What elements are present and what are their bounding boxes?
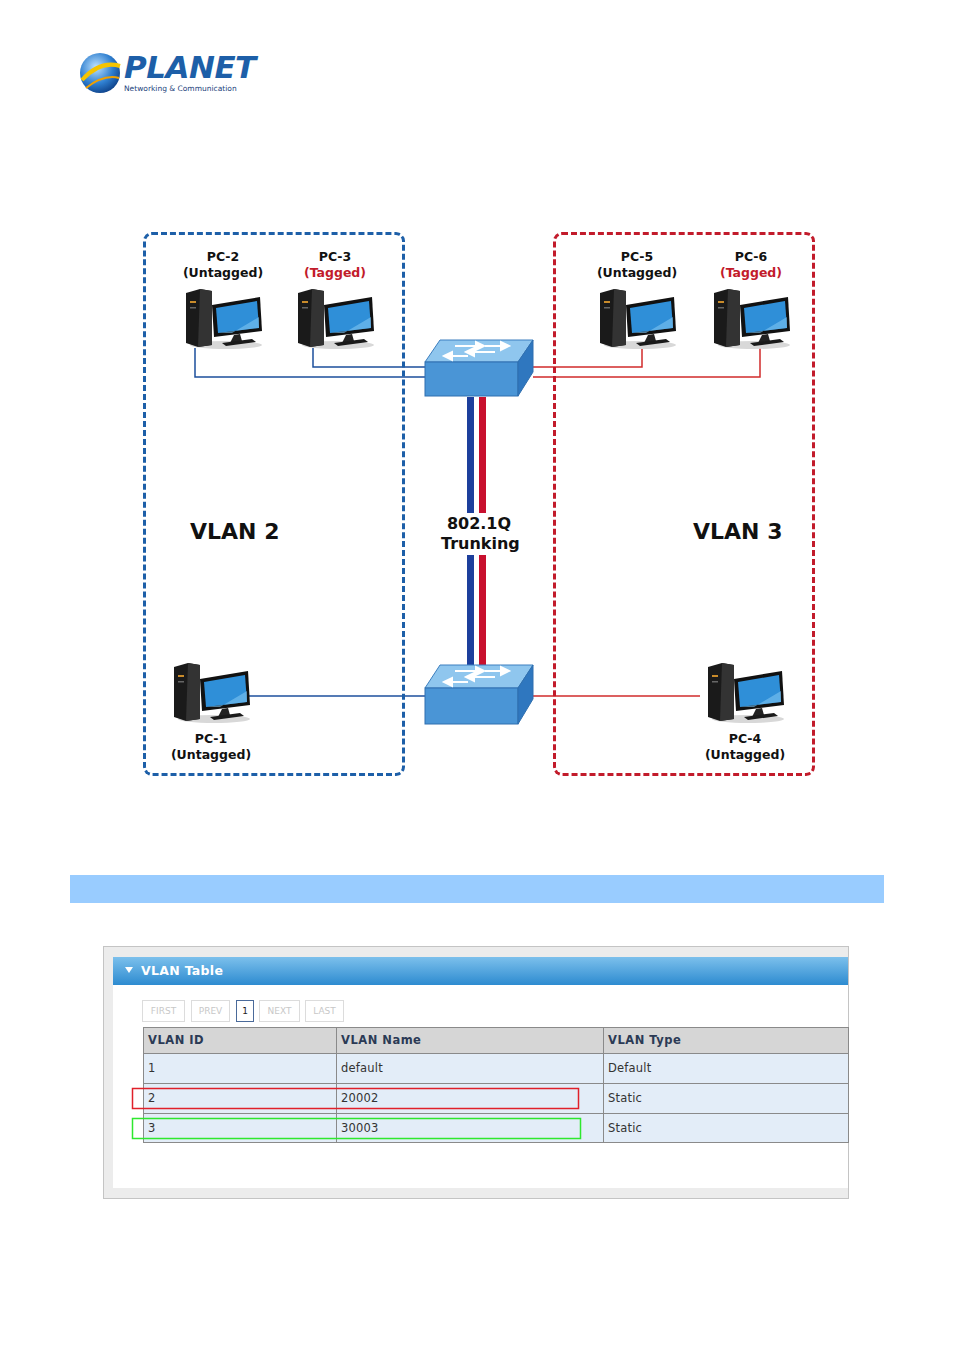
pc-icon [182, 287, 264, 349]
section-band [70, 875, 884, 903]
pc-name: PC-2 [170, 249, 276, 265]
pc-caption: PC-6(Tagged) [698, 249, 804, 281]
pc-caption: PC-3(Tagged) [282, 249, 388, 281]
table-cell: 2 [148, 1083, 156, 1113]
panel-title: VLAN Table [141, 957, 848, 985]
logo-tagline: Networking & Communication [124, 84, 237, 95]
pc-node: PC-1(Untagged) [158, 661, 264, 763]
pc-node: PC-4(Untagged) [692, 661, 798, 763]
table-cell: 30003 [341, 1113, 379, 1143]
tag-mode: (Untagged) [584, 265, 690, 281]
trunk-label: 802.1Q Trunking [441, 513, 517, 555]
switch-icon [425, 665, 533, 724]
pc-caption: PC-5(Untagged) [584, 249, 690, 281]
column-header: VLAN Name [341, 1027, 421, 1053]
table-cell: default [341, 1053, 383, 1083]
pc-node: PC-2(Untagged) [170, 249, 276, 349]
pc-node: PC-3(Tagged) [282, 249, 388, 349]
logo-wordmark: PLANET [124, 49, 256, 85]
pc-node: PC-6(Tagged) [698, 249, 804, 349]
pager-button: PREV [191, 1000, 230, 1022]
pc-name: PC-6 [698, 249, 804, 265]
switch-icon [425, 340, 533, 396]
collapse-arrow [125, 967, 135, 975]
pc-name: PC-1 [158, 731, 264, 747]
pager-button: FIRST [142, 1000, 185, 1022]
logo-globe [80, 53, 120, 93]
pc-caption: PC-1(Untagged) [158, 731, 264, 763]
table-cell: Static [608, 1113, 642, 1143]
pc-node: PC-5(Untagged) [584, 249, 690, 349]
tag-mode: (Tagged) [698, 265, 804, 281]
table-cell: 20002 [341, 1083, 379, 1113]
vlan-region: VLAN 3PC-5(Untagged)PC-6(Tagged)PC-4(Unt… [553, 232, 815, 776]
pager-button: LAST [305, 1000, 344, 1022]
pc-icon [704, 661, 786, 723]
panel-header: VLAN Table [113, 957, 848, 985]
pc-name: PC-4 [692, 731, 798, 747]
column-header: VLAN ID [148, 1027, 204, 1053]
pager-page: 1 [236, 1000, 254, 1022]
tag-mode: (Tagged) [282, 265, 388, 281]
pc-caption: PC-4(Untagged) [692, 731, 798, 763]
vlan-title: VLAN 3 [693, 519, 782, 544]
pager-button: NEXT [259, 1000, 300, 1022]
pc-caption: PC-2(Untagged) [170, 249, 276, 281]
vlan-region: VLAN 2PC-2(Untagged)PC-3(Tagged)PC-1(Unt… [143, 232, 405, 776]
tag-mode: (Untagged) [158, 747, 264, 763]
pc-icon [710, 287, 792, 349]
column-header: VLAN Type [608, 1027, 681, 1053]
pc-name: PC-5 [584, 249, 690, 265]
table-cell: 1 [148, 1053, 156, 1083]
pc-icon [294, 287, 376, 349]
pc-name: PC-3 [282, 249, 388, 265]
table-cell: Static [608, 1083, 642, 1113]
pc-icon [596, 287, 678, 349]
pc-icon [170, 661, 252, 723]
vlan-title: VLAN 2 [190, 519, 279, 544]
table-cell: Default [608, 1053, 651, 1083]
tag-mode: (Untagged) [170, 265, 276, 281]
access-wires [195, 348, 760, 696]
table-cell: 3 [148, 1113, 156, 1143]
tag-mode: (Untagged) [692, 747, 798, 763]
